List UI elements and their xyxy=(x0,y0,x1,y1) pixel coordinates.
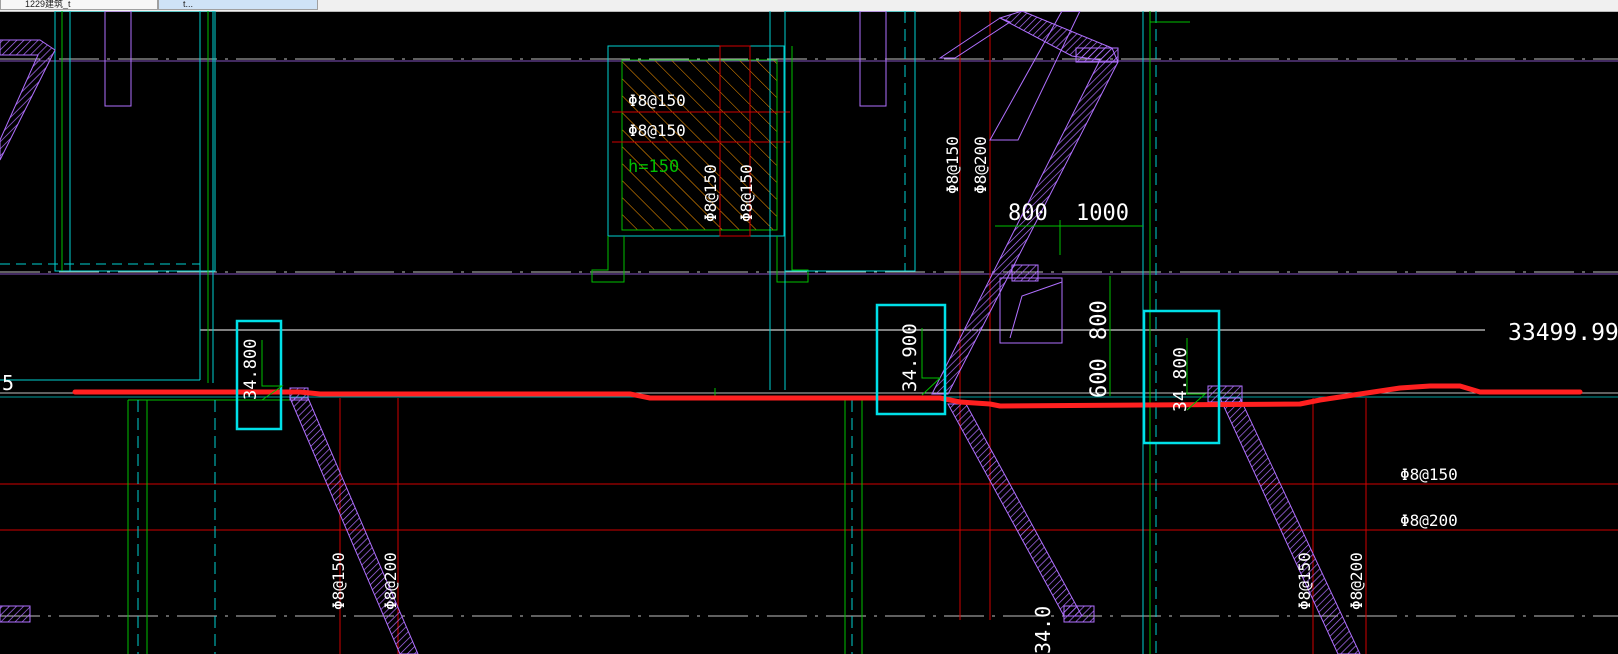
annotation-texts: Φ8@150 Φ8@150 h=150 Φ8@150 Φ8@150 Φ8@150… xyxy=(2,91,1618,654)
rebar-vertical-3: Φ8@150 xyxy=(943,136,962,194)
left-wall-green xyxy=(61,11,300,654)
coordinate-label: 33499.998 xyxy=(1508,320,1618,346)
elevation-label-right: 34.800 xyxy=(1170,347,1191,412)
highlight-boxes xyxy=(235,303,1221,445)
rebar-vertical-1: Φ8@150 xyxy=(701,164,720,222)
stair-beams xyxy=(0,11,1361,654)
elevation-label-left: 34.800 xyxy=(241,339,261,400)
highlight-box-left xyxy=(235,319,283,431)
rebar-bottom-right-200: Φ8@200 xyxy=(1347,552,1366,610)
rebar-vertical-4: Φ8@200 xyxy=(971,136,990,194)
dimension-800: 800 xyxy=(1008,201,1048,226)
rebar-right-150: Φ8@150 xyxy=(1400,465,1458,484)
dimension-800-vertical: 800 xyxy=(1087,300,1112,340)
annotation-red-line xyxy=(72,383,1583,409)
left-lower-dashed xyxy=(54,11,216,654)
rebar-bottom-left-200: Φ8@200 xyxy=(381,552,400,610)
red-lines xyxy=(0,11,1618,654)
axis-number: 5 xyxy=(2,371,14,395)
rebar-right-200: Φ8@200 xyxy=(1400,511,1458,530)
axis-lines xyxy=(0,58,1618,617)
elevation-label-mid: 34.900 xyxy=(899,323,921,392)
left-wall-block xyxy=(0,11,216,383)
dimension-1000: 1000 xyxy=(1076,201,1129,226)
rebar-bottom-right-150: Φ8@150 xyxy=(1295,552,1314,610)
rebar-vertical-2: Φ8@150 xyxy=(737,164,756,222)
rebar-label-a: Φ8@150 xyxy=(628,91,686,110)
elevation-markers xyxy=(261,328,1207,411)
highlight-box-right xyxy=(1142,309,1221,445)
file-tab-1[interactable]: 1229建筑_t xyxy=(0,0,158,10)
rebar-bottom-left-150: Φ8@150 xyxy=(329,552,348,610)
rebar-label-b: Φ8@150 xyxy=(628,121,686,140)
slab-thickness-label: h=150 xyxy=(628,157,679,177)
highlight-box-mid xyxy=(875,303,947,416)
center-columns xyxy=(714,11,916,654)
elevation-label-bottom: 34.0 xyxy=(1031,606,1055,654)
slab-opening xyxy=(591,45,809,283)
cad-drawing-canvas[interactable]: Φ8@150 Φ8@150 h=150 Φ8@150 Φ8@150 Φ8@150… xyxy=(0,11,1618,654)
dimension-600-vertical: 600 xyxy=(1087,358,1112,398)
right-columns xyxy=(995,11,1190,654)
file-tab-2[interactable]: t... xyxy=(158,0,318,10)
